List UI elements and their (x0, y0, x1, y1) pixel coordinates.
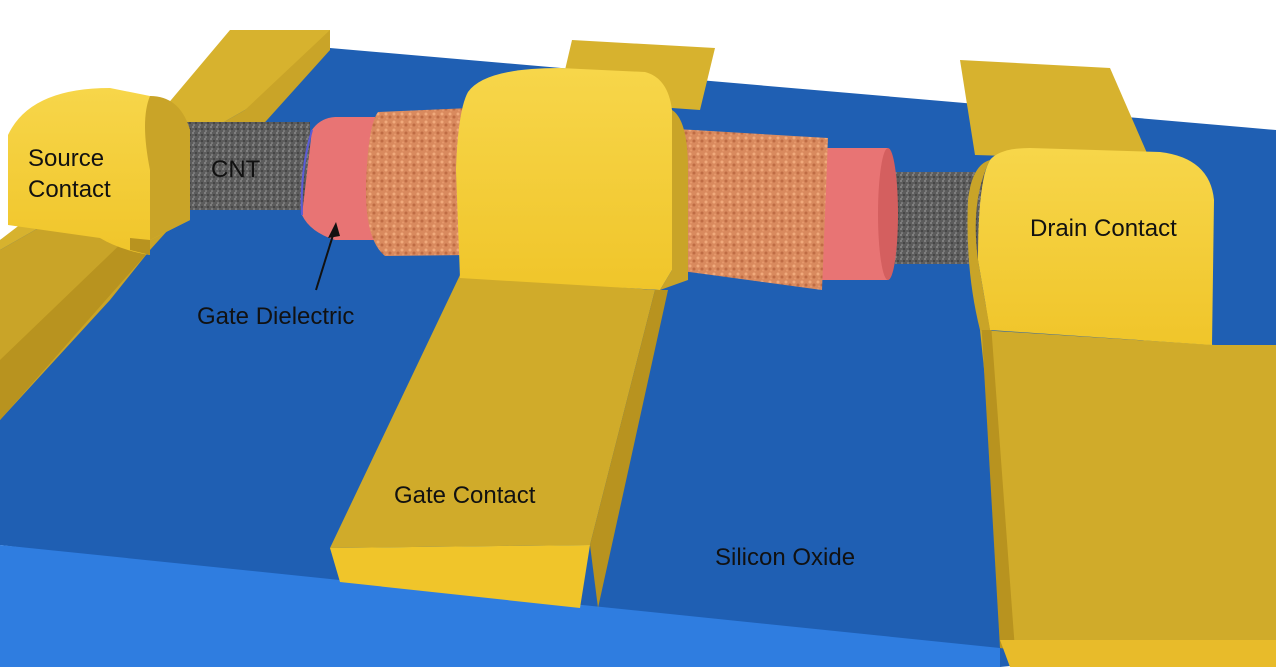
gate-contact-label: Gate Contact (394, 482, 536, 509)
source-contact-label-line1: Source (28, 145, 104, 172)
drain-contact-cylinder (967, 148, 1214, 345)
cnt-label: CNT (211, 156, 261, 183)
drain-contact-pad (960, 60, 1276, 667)
gate-contact-cylinder (456, 68, 688, 290)
substrate-front-edge (0, 545, 1000, 667)
gate-wrap-left (365, 108, 470, 256)
source-contact-label-line2: Contact (28, 176, 111, 203)
drain-contact-label: Drain Contact (1030, 215, 1177, 242)
source-contact-cylinder (8, 88, 190, 255)
gate-wrap-right (660, 128, 828, 290)
gate-dielectric-left (300, 117, 375, 240)
gate-dielectric-arrow (315, 222, 340, 291)
gate-dielectric-right (820, 148, 898, 280)
silicon-oxide-label: Silicon Oxide (715, 544, 855, 571)
gate-dielectric-label: Gate Dielectric (197, 303, 354, 330)
